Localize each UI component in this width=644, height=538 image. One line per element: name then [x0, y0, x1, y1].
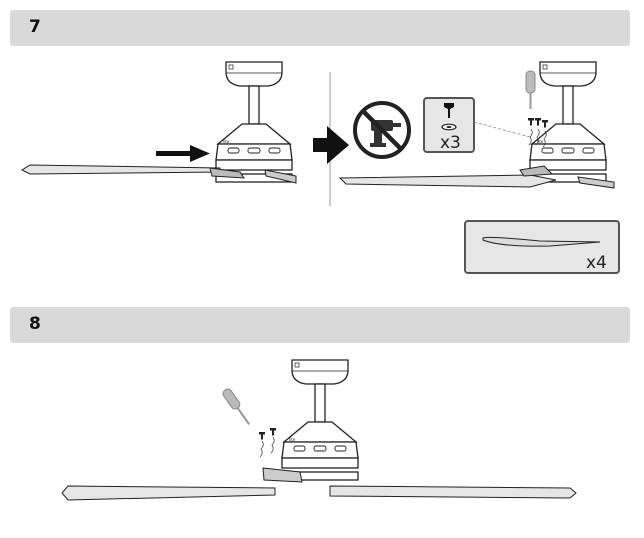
blades-quantity: x4 [586, 253, 607, 273]
fan-blade [329, 485, 577, 499]
screws-parts-box: x3 [423, 97, 475, 153]
blades-parts-box: x4 [464, 220, 620, 274]
fan-assembly-left [21, 61, 297, 184]
fan-assembly-step8 [61, 359, 577, 501]
screwdriver-icon [525, 70, 536, 109]
fan-assembly-right [338, 61, 615, 189]
screw-icon [444, 103, 454, 118]
fan-blade [61, 485, 276, 501]
step-number: 7 [29, 17, 41, 37]
step-7-header: 7 [10, 10, 630, 46]
blade-icon [482, 236, 601, 247]
arrow-right-icon [313, 126, 349, 164]
fan-blade [21, 164, 221, 175]
no-power-drill-icon [353, 101, 411, 159]
callout-line [473, 121, 531, 138]
step-8-header: 8 [10, 307, 630, 343]
step-number: 8 [29, 314, 41, 334]
screws-quantity: x3 [440, 133, 461, 153]
screws-above-bracket [528, 118, 548, 148]
screws-above-bracket [259, 428, 276, 458]
fan-blade [338, 174, 557, 188]
insert-arrow-icon [156, 145, 210, 162]
screwdriver-icon [222, 388, 250, 425]
